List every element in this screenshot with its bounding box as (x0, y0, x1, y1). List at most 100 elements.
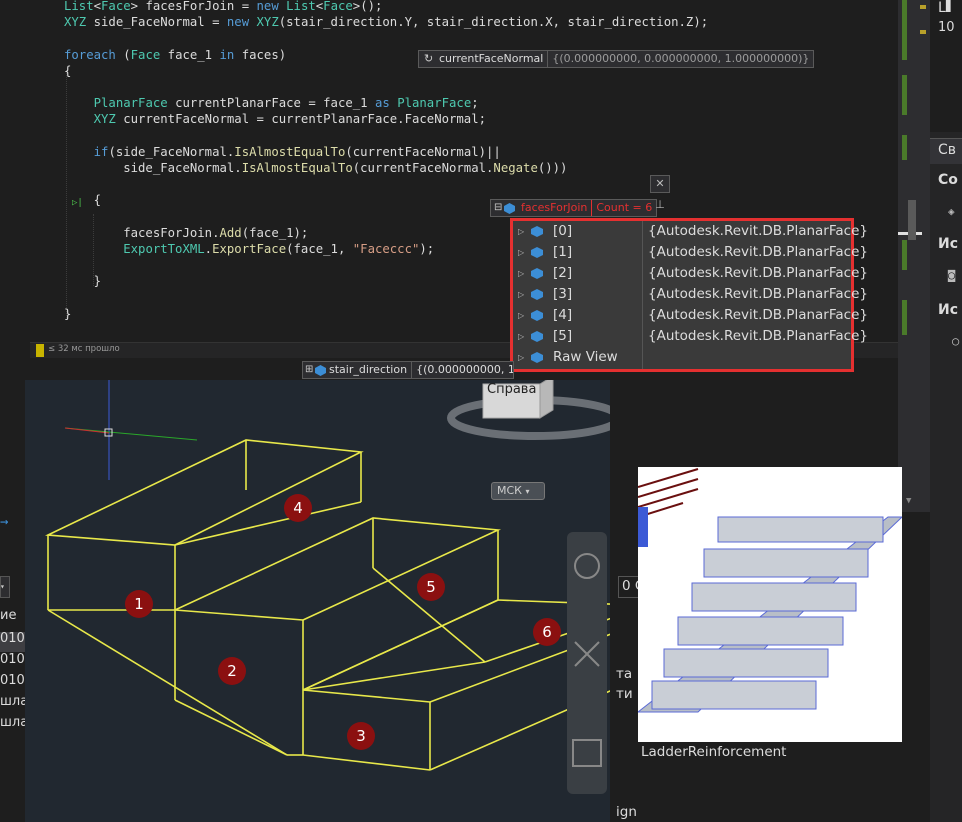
object-cube-icon (531, 352, 543, 363)
coord-system-dropdown[interactable]: МСК ▾ (491, 482, 545, 500)
coord-system-label: МСК (497, 484, 522, 497)
faces-list-item[interactable]: ▷ [1] {Autodesk.Revit.DB.PlanarFace} (513, 242, 868, 263)
code-line[interactable]: facesForJoin.Add(face_1); (64, 225, 309, 240)
item-type: {Autodesk.Revit.DB.PlanarFace} (648, 307, 868, 323)
elapsed-text: ≤ 32 мс прошло (48, 344, 120, 354)
object-cube-icon (531, 247, 543, 258)
code-line[interactable]: foreach (Face face_1 in faces) (64, 47, 287, 62)
faces-list-popup[interactable]: ▷ [0] {Autodesk.Revit.DB.PlanarFace} ▷ [1] {A… (510, 218, 868, 372)
faces-list-item[interactable]: ▷ [4] {Autodesk.Revit.DB.PlanarFace} (513, 305, 868, 326)
close-icon[interactable]: ✕ (650, 175, 670, 193)
code-line[interactable]: ExportToXML.ExportFace(face_1, "Faceccc"… (123, 242, 435, 256)
wireframe-stairs (44, 380, 610, 794)
datatip-current-face-normal[interactable]: ↻ currentFaceNormal{(0.000000000, 0.0000… (418, 50, 815, 68)
indent-guide (66, 70, 67, 318)
code-line[interactable]: } (64, 306, 72, 321)
list-item[interactable]: 010 (0, 673, 25, 688)
list-item[interactable]: шла (0, 715, 29, 730)
face-marker: 3 (347, 722, 375, 750)
properties-panel: L ▌ 10 Св Со ◈ Ис ◙ Ис ○ (930, 0, 962, 822)
expand-icon[interactable]: ⊟ (494, 202, 503, 213)
item-index: [1] (553, 244, 573, 260)
field-label: ign (616, 804, 637, 820)
faces-list-item[interactable]: ▷[2]{Autodesk.Revit.DB.PlanarFace} (513, 263, 868, 284)
datatip-value: {(0.000000000, 1.000 (411, 362, 513, 378)
left-panel: → ▾ ие 010 010 010 шла шла (0, 512, 29, 822)
arrow-right-icon[interactable]: → (0, 514, 9, 530)
item-type: {Autodesk.Revit.DB.PlanarFace} (648, 265, 868, 281)
field-label: ти (616, 686, 633, 702)
object-cube-icon (315, 365, 326, 376)
face-marker: 1 (125, 590, 153, 618)
panel-section: Со (938, 172, 958, 188)
code-line[interactable]: XYZ side_FaceNormal = new XYZ(stair_dire… (64, 15, 709, 30)
item-index: [0] (553, 223, 573, 239)
object-cube-icon (531, 289, 543, 300)
pin-icon[interactable]: ⊥ (655, 198, 665, 211)
item-index: [5] (553, 328, 573, 344)
camera-icon: ◙ (948, 268, 956, 282)
datatip-name: stair_direction (329, 363, 408, 376)
stair-render (636, 468, 904, 713)
object-cube-icon (531, 226, 543, 237)
raw-view-item[interactable]: ▷ Raw View (513, 347, 851, 368)
code-line[interactable]: XYZ currentFaceNormal = currentPlanarFac… (93, 112, 487, 127)
object-cube-icon (531, 331, 543, 342)
chevron-down-icon[interactable]: ▾ (0, 582, 5, 591)
expand-arrow-icon[interactable]: ▷ (518, 353, 525, 362)
object-cube-icon (531, 310, 543, 321)
list-item[interactable]: 010 (0, 652, 25, 667)
expand-arrow-icon[interactable]: ▷ (518, 290, 525, 299)
faces-list-item[interactable]: ▷ [5] {Autodesk.Revit.DB.PlanarFace} (513, 326, 868, 347)
expand-arrow-icon[interactable]: ▷ (518, 227, 525, 236)
scrollbar-map[interactable]: ▼ (898, 0, 930, 512)
code-line[interactable]: } (64, 274, 102, 289)
indent-guide (93, 214, 94, 286)
panel-label: 10 (938, 20, 955, 35)
breakpoint-arrow-icon: ▷| (72, 198, 83, 208)
faces-list-item[interactable]: ▷ [0] {Autodesk.Revit.DB.PlanarFace} (513, 221, 868, 242)
expand-arrow-icon[interactable]: ▷ (518, 269, 525, 278)
code-line[interactable]: PlanarFace currentPlanarFace = face_1 as… (93, 96, 479, 111)
face-marker: 2 (218, 657, 246, 685)
item-index: [4] (553, 307, 573, 323)
component-icon: ◈ (948, 205, 955, 218)
datatip-value: Count = 6 (591, 200, 656, 216)
code-line[interactable]: if(side_FaceNormal.IsAlmostEqualTo(curre… (93, 144, 501, 159)
expand-arrow-icon[interactable]: ▷ (518, 248, 525, 257)
datatip-name: facesForJoin (521, 201, 588, 214)
item-type: {Autodesk.Revit.DB.PlanarFace} (648, 223, 868, 239)
list-item[interactable]: шла (0, 694, 29, 709)
viewcube-label[interactable]: Справа (487, 382, 537, 397)
datatip-value: {(0.000000000, 0.000000000, 1.000000000)… (547, 51, 813, 67)
perf-marker (36, 344, 44, 357)
field-label: та (616, 666, 633, 682)
column-separator (642, 221, 643, 369)
pin-refresh-icon[interactable]: ↻ (424, 52, 434, 65)
scroll-down-icon[interactable]: ▼ (906, 496, 912, 506)
code-line[interactable]: side_FaceNormal.IsAlmostEqualTo(currentF… (64, 161, 568, 175)
item-index: [3] (553, 286, 573, 302)
object-cube-icon (531, 268, 543, 279)
radio-icon: ○ (952, 334, 960, 348)
item-type: {Autodesk.Revit.DB.PlanarFace} (648, 328, 868, 344)
expand-arrow-icon[interactable]: ▷ (518, 332, 525, 341)
item-type: {Autodesk.Revit.DB.PlanarFace} (648, 244, 868, 260)
datatip-stair-direction[interactable]: ⊞ stair_direction{(0.000000000, 1.000 (302, 361, 514, 379)
face-marker: 4 (284, 494, 312, 522)
faces-list-item[interactable]: ▷ [3] {Autodesk.Revit.DB.PlanarFace} (513, 284, 868, 305)
item-type: {Autodesk.Revit.DB.PlanarFace} (648, 286, 868, 302)
expand-arrow-icon[interactable]: ▷ (518, 311, 525, 320)
datatip-name: currentFaceNormal (439, 52, 544, 65)
list-item[interactable]: 010 (0, 631, 25, 646)
expand-icon[interactable]: ⊞ (305, 364, 314, 375)
panel-tab[interactable]: Св (938, 142, 957, 158)
item-index: Raw View (553, 349, 618, 365)
revit-stair-preview (636, 467, 904, 742)
code-line[interactable]: List<Face> facesForJoin = new List<Face>… (64, 0, 383, 13)
code-line[interactable]: { (64, 63, 72, 78)
code-line[interactable]: { (64, 193, 102, 208)
object-cube-icon (504, 203, 515, 214)
